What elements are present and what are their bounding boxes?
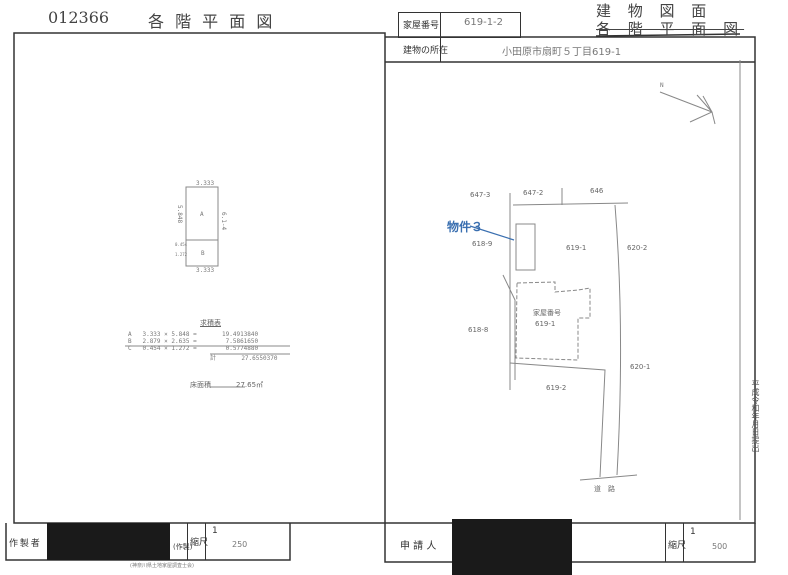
area-row: A 3.333 × 5.848 = 19.4913840 — [128, 331, 259, 338]
dim-top: 3.333 — [196, 180, 215, 187]
document-number: 012366 — [48, 8, 110, 27]
lot-label: 647-3 — [470, 191, 491, 199]
redacted-maker — [47, 523, 170, 560]
page-title: 各 階 平 面 図 — [148, 12, 276, 31]
road-label: 道 路 — [594, 485, 615, 493]
footer-divider — [665, 523, 666, 562]
lot-label: 647-2 — [523, 189, 544, 197]
footer-divider — [187, 523, 188, 560]
dim-bottom: 3.333 — [196, 267, 215, 274]
dim-b2: 1.272 — [175, 252, 188, 257]
lot-label: 646 — [590, 187, 604, 195]
location-divider — [398, 37, 441, 62]
house-number-box — [398, 12, 521, 38]
lot-label: 619-2 — [546, 384, 567, 392]
building-number: 619-1 — [535, 320, 556, 328]
scale-numerator: 1 — [212, 526, 218, 536]
floor-area-label: 床面積 — [190, 381, 211, 389]
area-row: C 0.454 × 1.272 = 0.5774880 — [128, 345, 259, 352]
area-total-row: 計 27.6550370 — [210, 355, 278, 362]
house-number-label: 家屋番号 — [403, 21, 440, 31]
area-row: B 2.879 × 2.635 = 7.5861650 — [128, 338, 259, 345]
maker-label: 作 製 者 — [9, 539, 40, 549]
room-b-label: B — [201, 250, 205, 257]
footer-divider — [205, 523, 206, 560]
lot-label: 618-9 — [472, 240, 493, 248]
scale-label-right: 縮尺 — [668, 541, 687, 551]
title-building-drawing: 建 物 図 面 — [596, 2, 713, 20]
lot-label: 620-2 — [627, 244, 648, 252]
dim-left: 5.848 — [176, 205, 183, 224]
scale-left-value: 250 — [232, 540, 248, 549]
dim-right: 6.1-4 — [220, 212, 227, 231]
location-value: 小田原市扇町５丁目619-1 — [502, 47, 622, 58]
title-struck: 各 階 平 面 図 — [596, 20, 745, 38]
lot-label: 619-1 — [566, 244, 587, 252]
area-table-title: 求積表 — [200, 319, 221, 327]
location-label: 建物の所在 — [403, 46, 449, 56]
maker-suffix: (作製) — [173, 543, 193, 551]
scale-right-value: 500 — [712, 542, 728, 551]
applicant-label: 申 請 人 — [400, 541, 437, 552]
dim-b1: 0.454 — [175, 242, 188, 247]
house-number-value: 619-1-2 — [464, 17, 504, 28]
scale-numerator: 1 — [690, 527, 696, 537]
maker-association: (神奈川県土地家屋調査士会) — [130, 563, 194, 569]
building-label: 家屋番号 — [533, 309, 561, 317]
scale-label-left: 縮尺 — [190, 538, 209, 548]
room-a-label: A — [200, 211, 204, 218]
footer-divider — [683, 523, 684, 562]
floor-area-value: 27.65㎡ — [236, 381, 264, 389]
submission-date-stamp: 平成令和年月日提出 — [751, 380, 760, 452]
north-arrow-icon: N — [660, 82, 664, 89]
lot-label: 618-8 — [468, 326, 489, 334]
property-annotation: 物件３ — [447, 220, 484, 234]
redacted-applicant — [452, 519, 572, 575]
lot-label: 620-1 — [630, 363, 651, 371]
house-number-divider — [398, 12, 441, 38]
